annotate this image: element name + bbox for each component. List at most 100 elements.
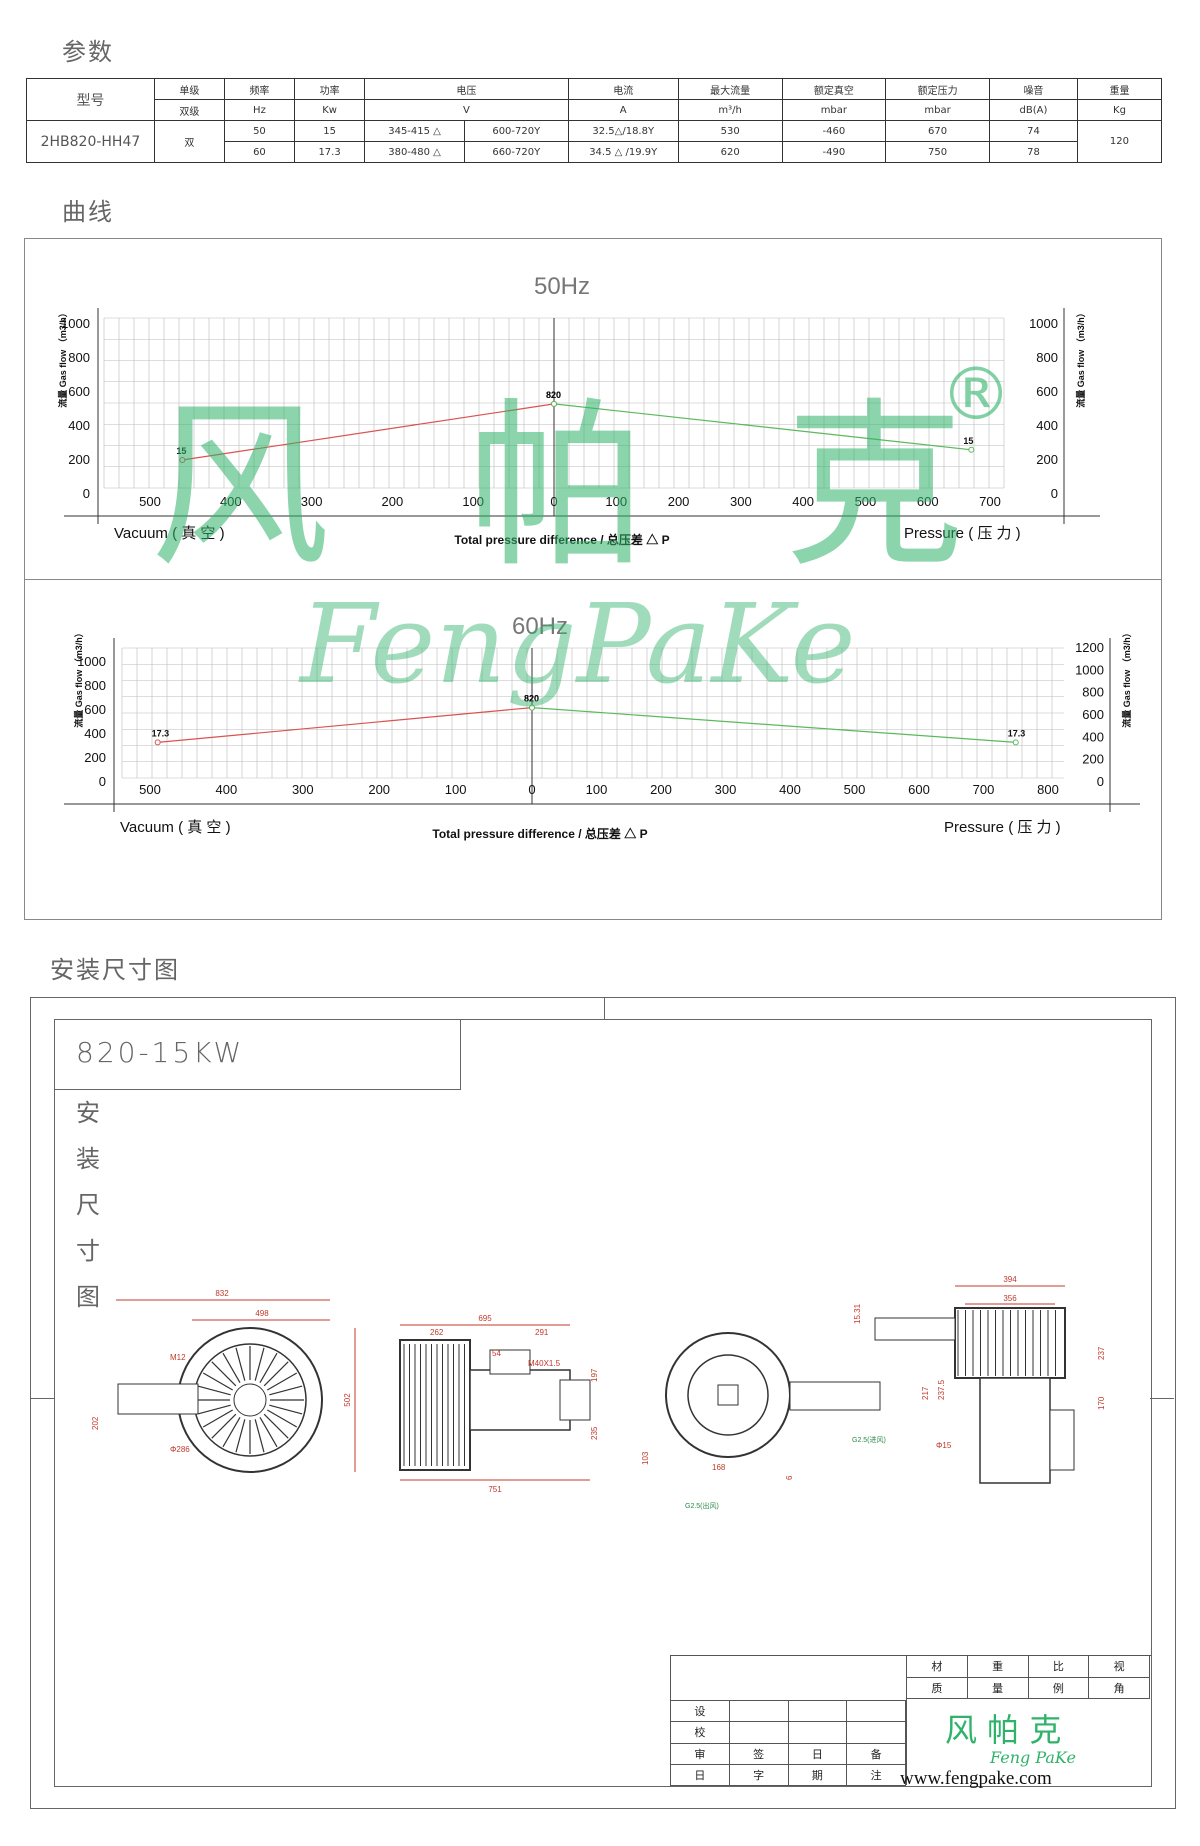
spec-table: 型号 单级 频率 功率 电压 电流 最大流量 额定真空 额定压力 噪音 重量 双…: [26, 78, 1163, 163]
row-volt-a: 380-480 △: [364, 141, 465, 163]
y-tick-label: 1000: [77, 654, 106, 669]
y-axis-title: 流量 Gas flow （m3/h）: [57, 308, 68, 408]
hdr-flow: 最大流量: [677, 78, 783, 100]
row-freq: 50: [223, 120, 295, 142]
row-flow: 530: [677, 120, 783, 142]
data-point: [154, 739, 161, 746]
y-axis-title: 流量 Gas flow （m3/h）: [1121, 628, 1132, 728]
data-label: 17.3: [1008, 728, 1026, 738]
back-fan-cover: [717, 1384, 739, 1406]
hdr-stage: 单级: [153, 78, 225, 100]
side-terminal-box: [489, 1349, 531, 1375]
x-tick-label: 100: [445, 782, 467, 797]
row-current: 32.5△/18.8Y: [567, 120, 679, 142]
x-tick-label: 100: [462, 494, 484, 509]
drawing-left-tick: [30, 1398, 54, 1399]
front-blade: [235, 1419, 246, 1453]
front-blade: [269, 1385, 303, 1396]
series-line-pressure: [531, 707, 1016, 743]
watermark-cn: 风 帕 克: [150, 383, 1005, 592]
side-motor-cap: [559, 1379, 591, 1421]
front-blade: [259, 1352, 278, 1383]
front-blade: [263, 1413, 289, 1439]
vacuum-label: Vacuum ( 真 空 ): [114, 524, 225, 542]
data-point: [179, 457, 186, 463]
front-port: [117, 1383, 199, 1415]
drawing-side-label: 安 装 尺 寸 图: [76, 1099, 100, 1311]
x-tick-label: 200: [650, 782, 672, 797]
dim-label: 695: [478, 1314, 492, 1323]
y-tick-label: 800: [68, 350, 90, 365]
front-hub: [233, 1383, 267, 1417]
row-vacuum: -490: [781, 141, 887, 163]
title-block-vline: [906, 1655, 907, 1785]
install-title: 安装尺寸图: [50, 956, 180, 984]
drawing-right-tick: [1150, 1398, 1174, 1399]
row-power: 15: [293, 120, 366, 142]
y-tick-label: 1000: [1075, 662, 1104, 677]
x-tick-label: 200: [668, 494, 690, 509]
data-label: 15: [963, 436, 973, 446]
hdr-vacuum: 额定真空: [781, 78, 887, 100]
data-label: 17.3: [152, 728, 170, 738]
data-point: [968, 446, 975, 453]
front-blade: [267, 1409, 298, 1428]
unit-volt: V: [364, 99, 569, 121]
row-pressure: 750: [885, 141, 990, 163]
x-tick-label: 0: [550, 494, 557, 509]
unit-pressure: mbar: [885, 99, 990, 121]
dim-label: G2.5(出风): [685, 1501, 719, 1510]
y-tick-label: 600: [1036, 384, 1058, 399]
row-volt-b: 600-720Y: [463, 120, 569, 142]
x-tick-label: 800: [1037, 782, 1059, 797]
side-motor: [469, 1369, 571, 1431]
x-tick-label: 100: [605, 494, 627, 509]
dim-label: 197: [590, 1368, 599, 1382]
title-logo-cn: 风 帕 克: [945, 1711, 1062, 1749]
x-tick-label: 400: [220, 494, 242, 509]
dim-label: G2.5(进风): [852, 1436, 886, 1444]
data-point: [1012, 739, 1019, 746]
front-blade: [197, 1385, 231, 1396]
x-tick-label: 500: [139, 494, 161, 509]
hdr-current: 电流: [567, 78, 679, 100]
x-tick-label: 400: [779, 782, 801, 797]
curve-frame: [24, 238, 1162, 920]
front-blade: [269, 1404, 303, 1415]
x-tick-label: 700: [973, 782, 995, 797]
dim-label: Φ15: [936, 1441, 952, 1450]
x-tick-label: 0: [528, 782, 535, 797]
series-line-pressure: [553, 403, 972, 451]
back-port: [789, 1381, 881, 1411]
x-axis-title: Total pressure difference / 总压差 △ P: [454, 532, 669, 547]
x-tick-label: 200: [382, 494, 404, 509]
dim-label: 262: [430, 1328, 444, 1337]
front-blade: [267, 1372, 298, 1391]
front-blade: [222, 1417, 241, 1448]
unit-weight: Kg: [1076, 99, 1163, 121]
y-tick-label: 200: [84, 750, 106, 765]
row-volt-a: 345-415 △: [364, 120, 465, 142]
stage-cell: 双: [153, 120, 225, 163]
y-tick-label: 800: [1082, 685, 1104, 700]
front-blade: [263, 1361, 289, 1387]
y-tick-label: 400: [1082, 729, 1104, 744]
x-tick-label: 500: [855, 494, 877, 509]
x-tick-label: 200: [368, 782, 390, 797]
y-tick-label: 800: [1036, 350, 1058, 365]
y-tick-label: 0: [1097, 774, 1104, 789]
unit-flow: m³/h: [677, 99, 783, 121]
y-tick-label: 0: [99, 774, 106, 789]
website-url[interactable]: www.fengpake.com: [900, 1768, 1052, 1789]
x-axis-title: Total pressure difference / 总压差 △ P: [432, 826, 647, 841]
dim-label: 54: [492, 1349, 501, 1358]
unit-stage: 双级: [153, 99, 225, 121]
drawing-title-box: [54, 1019, 461, 1090]
front-blade: [211, 1361, 237, 1387]
model-cell: 2HB820-HH47: [26, 120, 155, 163]
y-tick-label: 200: [1082, 752, 1104, 767]
data-label: 15: [176, 446, 186, 456]
dim-label: 103: [641, 1451, 650, 1465]
x-tick-label: 700: [979, 494, 1001, 509]
